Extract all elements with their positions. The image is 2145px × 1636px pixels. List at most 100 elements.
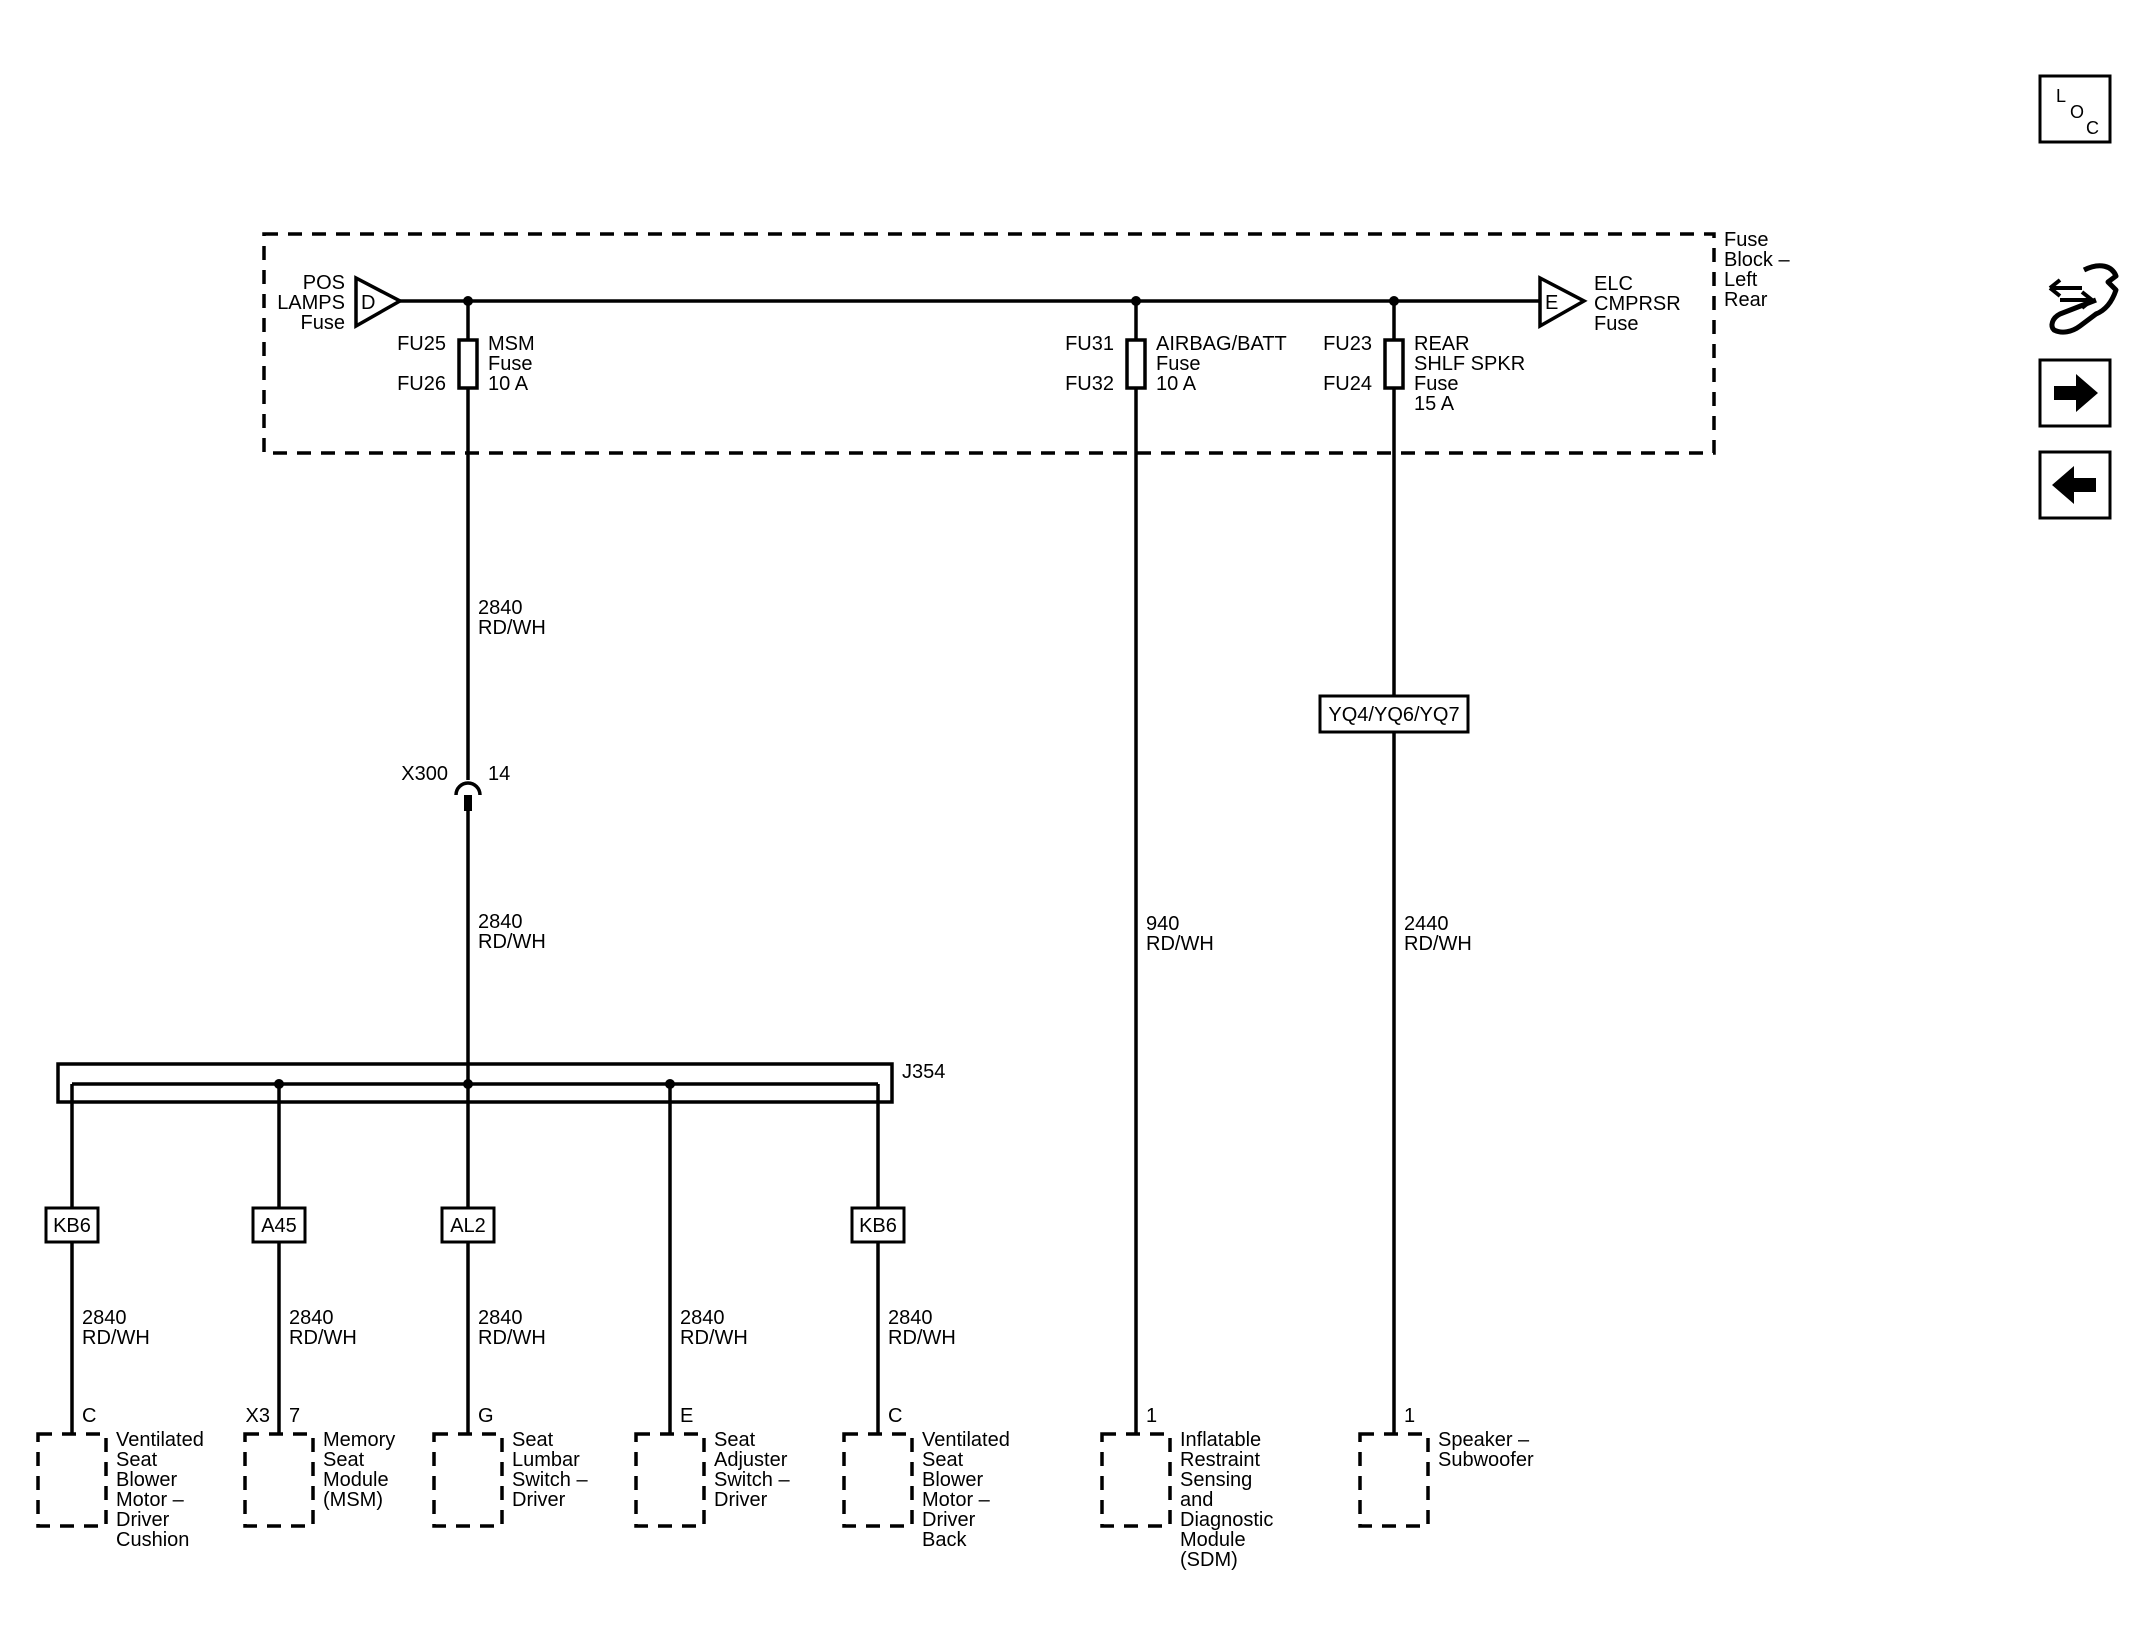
- svg-text:Lumbar: Lumbar: [512, 1449, 580, 1471]
- svg-text:Ventilated: Ventilated: [116, 1429, 204, 1451]
- svg-text:Subwoofer: Subwoofer: [1438, 1449, 1534, 1471]
- svg-text:FU23: FU23: [1323, 333, 1372, 355]
- loc-button[interactable]: L O C: [2038, 74, 2112, 144]
- svg-text:Block –: Block –: [1724, 249, 1790, 271]
- svg-text:LAMPS: LAMPS: [277, 292, 345, 314]
- svg-text:940: 940: [1146, 913, 1179, 935]
- svg-text:Fuse: Fuse: [1414, 373, 1458, 395]
- svg-text:Blower: Blower: [922, 1469, 983, 1491]
- svg-text:2840: 2840: [478, 597, 523, 619]
- svg-text:Diagnostic: Diagnostic: [1180, 1509, 1273, 1531]
- svg-text:Driver: Driver: [714, 1489, 768, 1511]
- svg-text:Fuse: Fuse: [1724, 229, 1768, 251]
- svg-text:RD/WH: RD/WH: [289, 1327, 357, 1349]
- input-elc-cmprsr-fuse: E ELC CMPRSR Fuse: [1538, 273, 1681, 335]
- svg-text:MSM: MSM: [488, 333, 535, 355]
- arrow-right-icon: [2054, 374, 2098, 412]
- svg-text:Restraint: Restraint: [1180, 1449, 1260, 1471]
- svg-text:Sensing: Sensing: [1180, 1469, 1252, 1491]
- svg-text:FU31: FU31: [1065, 333, 1114, 355]
- svg-text:C: C: [2086, 118, 2099, 138]
- circuit-speaker-subwoofer: YQ4/YQ6/YQ7 2440 RD/WH 1 Speaker – Subwo…: [1318, 388, 1534, 1528]
- svg-text:Adjuster: Adjuster: [714, 1449, 788, 1471]
- svg-text:Fuse: Fuse: [1156, 353, 1200, 375]
- svg-text:RD/WH: RD/WH: [1146, 933, 1214, 955]
- next-page-button[interactable]: [2038, 358, 2112, 428]
- svg-text:Blower: Blower: [116, 1469, 177, 1491]
- svg-text:Motor –: Motor –: [922, 1489, 991, 1511]
- branch-seat-adjuster-switch: 2840 RD/WH E Seat Adjuster Switch – Driv…: [634, 1084, 790, 1528]
- option-badge-a45: A45: [261, 1215, 297, 1237]
- fuse-rear-shlf-spkr: [1383, 338, 1405, 390]
- option-badge-al2: AL2: [450, 1215, 486, 1237]
- branch-ventilated-seat-back: KB6 2840 RD/WH C Ventilated Seat Blower …: [842, 1084, 1010, 1551]
- svg-text:Fuse: Fuse: [1594, 313, 1638, 335]
- svg-text:Driver: Driver: [922, 1509, 976, 1531]
- svg-text:RD/WH: RD/WH: [888, 1327, 956, 1349]
- svg-text:AIRBAG/BATT: AIRBAG/BATT: [1156, 333, 1287, 355]
- fuse-msm: [457, 338, 479, 390]
- svg-text:Motor –: Motor –: [116, 1489, 185, 1511]
- svg-text:1: 1: [1146, 1405, 1157, 1427]
- svg-text:14: 14: [488, 763, 510, 785]
- svg-text:J354: J354: [902, 1061, 945, 1083]
- svg-text:ELC: ELC: [1594, 273, 1633, 295]
- svg-text:7: 7: [289, 1405, 300, 1427]
- svg-text:and: and: [1180, 1489, 1213, 1511]
- svg-text:RD/WH: RD/WH: [478, 617, 546, 639]
- svg-text:15 A: 15 A: [1414, 393, 1455, 415]
- service-info-icon: [2048, 263, 2119, 335]
- svg-text:Left: Left: [1724, 269, 1758, 291]
- svg-text:RD/WH: RD/WH: [478, 1327, 546, 1349]
- connector-x300: X300 14: [401, 763, 510, 811]
- option-badge-kb6: KB6: [53, 1215, 91, 1237]
- fuse-block-name: Fuse Block – Left Rear: [1724, 229, 1790, 311]
- svg-text:REAR: REAR: [1414, 333, 1470, 355]
- svg-text:CMPRSR: CMPRSR: [1594, 293, 1681, 315]
- svg-text:E: E: [680, 1405, 693, 1427]
- option-badge-kb6-back: KB6: [859, 1215, 897, 1237]
- svg-text:10 A: 10 A: [1156, 373, 1197, 395]
- svg-text:FU25: FU25: [397, 333, 446, 355]
- wire-label-msm-upper: 2840 RD/WH: [478, 597, 546, 639]
- svg-text:Inflatable: Inflatable: [1180, 1429, 1261, 1451]
- svg-text:Seat: Seat: [922, 1449, 964, 1471]
- svg-text:1: 1: [1404, 1405, 1415, 1427]
- svg-text:2840: 2840: [82, 1307, 127, 1329]
- splice-pack-j354: J354: [56, 1061, 945, 1104]
- svg-text:L: L: [2056, 86, 2066, 106]
- svg-text:Module: Module: [323, 1469, 389, 1491]
- svg-text:Seat: Seat: [512, 1429, 554, 1451]
- svg-text:2840: 2840: [680, 1307, 725, 1329]
- fuse-speaker-labels: FU23 FU24 REAR SHLF SPKR Fuse 15 A: [1323, 333, 1525, 415]
- previous-page-button[interactable]: [2038, 450, 2112, 520]
- svg-text:RD/WH: RD/WH: [1404, 933, 1472, 955]
- svg-text:2840: 2840: [478, 911, 523, 933]
- branch-memory-seat-module: A45 2840 RD/WH X3 7 Memory Seat Module (…: [243, 1084, 395, 1528]
- svg-text:Seat: Seat: [323, 1449, 365, 1471]
- svg-text:D: D: [361, 292, 375, 314]
- svg-text:Seat: Seat: [714, 1429, 756, 1451]
- service-info-button[interactable]: [2048, 263, 2119, 335]
- svg-text:Back: Back: [922, 1529, 967, 1551]
- svg-text:Fuse: Fuse: [301, 312, 345, 334]
- svg-text:2840: 2840: [478, 1307, 523, 1329]
- svg-text:Switch –: Switch –: [714, 1469, 790, 1491]
- svg-text:FU24: FU24: [1323, 373, 1372, 395]
- svg-text:SHLF SPKR: SHLF SPKR: [1414, 353, 1525, 375]
- svg-text:2840: 2840: [289, 1307, 334, 1329]
- svg-text:Memory: Memory: [323, 1429, 395, 1451]
- svg-text:Ventilated: Ventilated: [922, 1429, 1010, 1451]
- svg-text:Switch –: Switch –: [512, 1469, 588, 1491]
- svg-text:Driver: Driver: [512, 1489, 566, 1511]
- fuse-block-boundary: [262, 232, 1716, 455]
- svg-text:FU32: FU32: [1065, 373, 1114, 395]
- svg-text:E: E: [1545, 292, 1558, 314]
- arrow-left-icon: [2052, 466, 2096, 504]
- svg-text:RD/WH: RD/WH: [680, 1327, 748, 1349]
- fuse-airbag-batt: [1125, 338, 1147, 390]
- svg-text:X3: X3: [246, 1405, 270, 1427]
- svg-text:Rear: Rear: [1724, 289, 1768, 311]
- svg-text:Module: Module: [1180, 1529, 1246, 1551]
